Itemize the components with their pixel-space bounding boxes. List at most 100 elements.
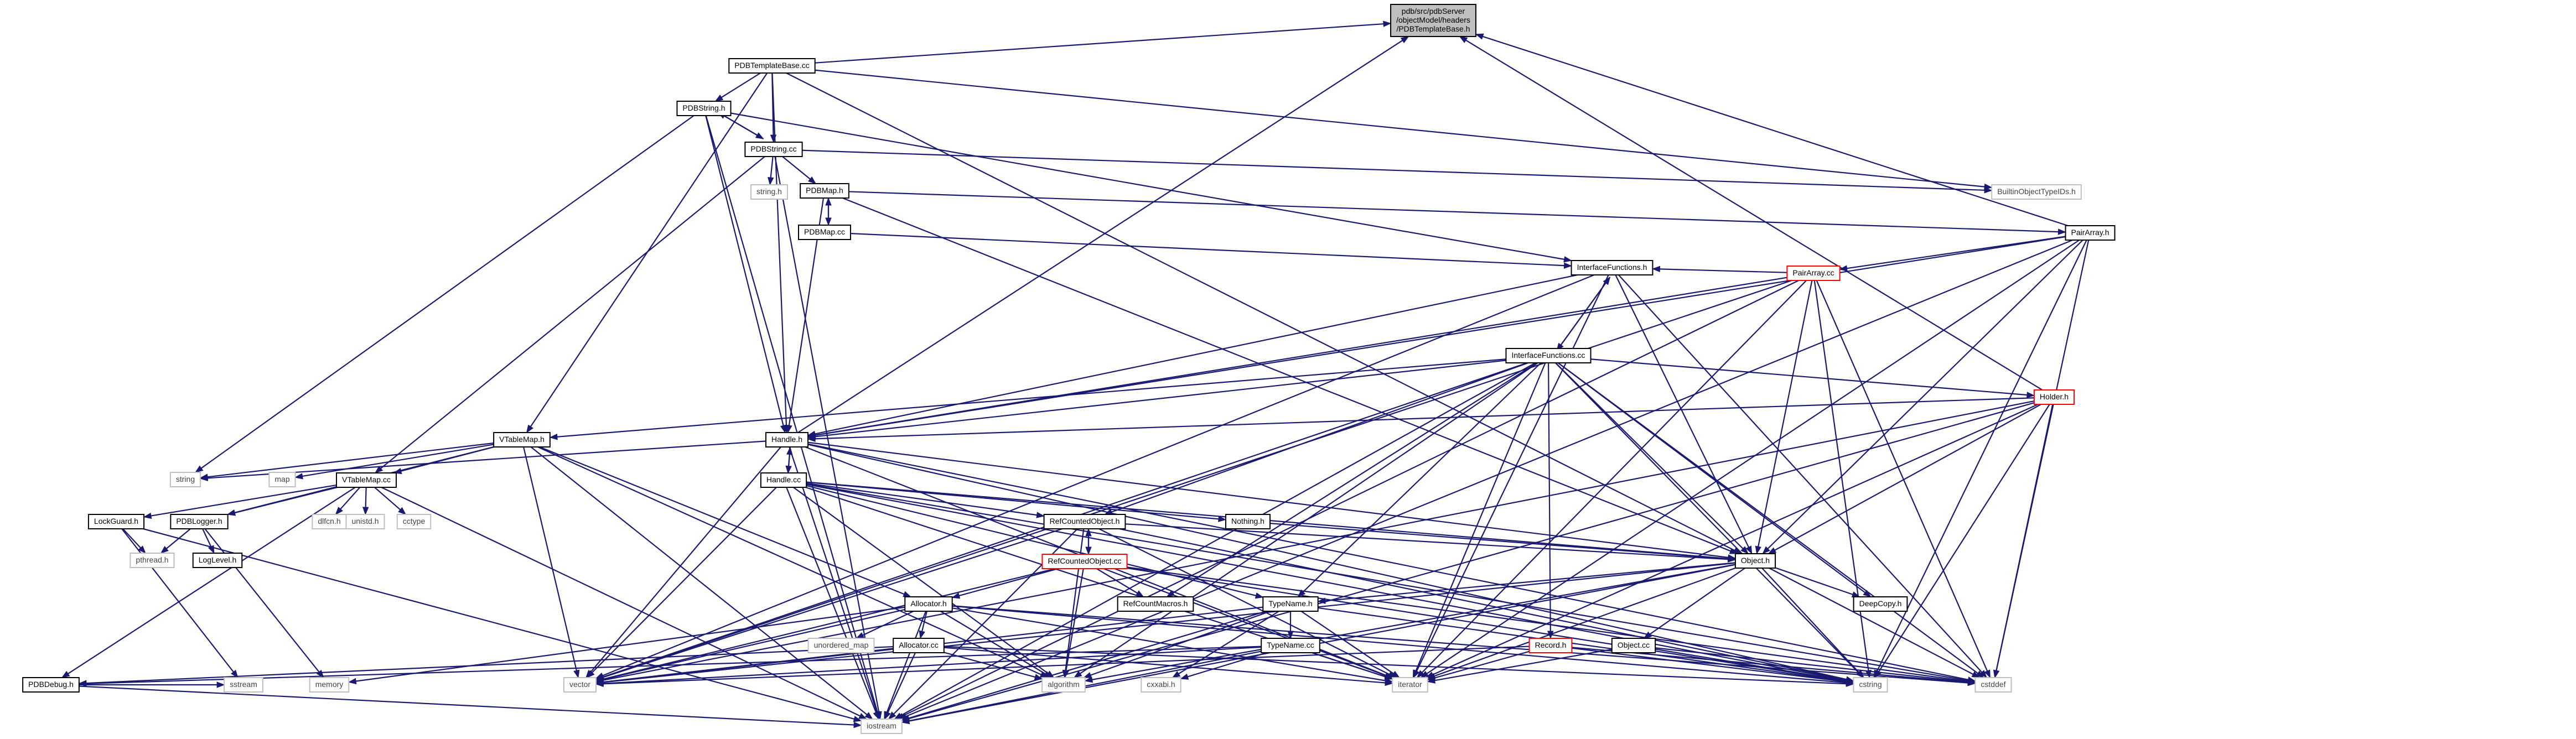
edge-allocch-to-vector xyxy=(603,608,905,680)
node-rcmacro[interactable]: RefCountMacros.h xyxy=(1117,596,1194,612)
arrowhead-holder-to-handleh xyxy=(807,435,816,442)
edge-rcoh-to-iterator xyxy=(1098,528,1390,675)
node-cctype: cctype xyxy=(396,514,432,529)
node-box xyxy=(1734,553,1776,569)
arrowhead-strh-to-ifh xyxy=(1563,256,1572,263)
node-cstddef: cstddef xyxy=(1974,677,2012,693)
node-base[interactable]: pdb/src/pdbServer/objectModel/headers/PD… xyxy=(1390,4,1476,37)
node-box xyxy=(192,553,243,568)
node-objh[interactable]: Object.h xyxy=(1734,553,1776,569)
node-label: PDBMap.cc xyxy=(804,227,845,236)
arrowhead-recordh-to-vector xyxy=(595,680,604,688)
node-box xyxy=(87,514,145,529)
node-label: Nothing.h xyxy=(1231,517,1264,525)
edge-alloccc-to-dbg xyxy=(86,646,894,684)
arrowhead-objh-to-objcc xyxy=(1643,631,1652,639)
node-box xyxy=(2033,389,2075,405)
edge-objcc-to-iterator xyxy=(1434,648,1613,681)
node-logger[interactable]: PDBLogger.h xyxy=(170,514,229,529)
node-label: PairArray.cc xyxy=(1792,268,1834,277)
node-paircc[interactable]: PairArray.cc xyxy=(1786,266,1841,281)
edge-typencc-to-dbg xyxy=(86,646,1262,685)
node-label: DeepCopy.h xyxy=(1859,599,1902,608)
edge-lockg-to-pthread xyxy=(122,528,141,549)
node-deepcopy[interactable]: DeepCopy.h xyxy=(1853,596,1908,612)
node-label: VTableMap.h xyxy=(499,435,545,444)
node-label: map xyxy=(274,475,289,483)
edge-vtmcc-to-dbg xyxy=(68,487,356,674)
node-dlfcn: dlfcn.h xyxy=(312,514,347,529)
arrowhead-pairh-to-base xyxy=(1475,33,1484,40)
node-box xyxy=(904,596,953,612)
edge-handleh-to-vector xyxy=(590,446,781,673)
edge-paircc-to-vector xyxy=(603,279,1792,678)
edge-objh-to-deepcopy xyxy=(1775,567,1853,595)
edge-pairh-to-objh xyxy=(1767,240,2083,549)
edge-objh-to-iostream xyxy=(909,564,1736,722)
edge-paircc-to-cstring xyxy=(1813,280,1869,671)
node-handleh[interactable]: Handle.h xyxy=(765,432,809,447)
node-label: unordered_map xyxy=(814,641,869,649)
node-box xyxy=(728,58,816,74)
node-allocch[interactable]: Allocator.h xyxy=(904,596,953,612)
node-loglvl[interactable]: LogLevel.h xyxy=(192,553,243,568)
node-holder[interactable]: Holder.h xyxy=(2033,389,2075,405)
node-dbg[interactable]: PDBDebug.h xyxy=(22,677,80,693)
node-box xyxy=(312,514,347,529)
arrowhead-vtmh-to-map xyxy=(294,473,303,480)
node-rcocc[interactable]: RefCountedObject.cc xyxy=(1041,554,1128,569)
node-umap: unordered_map xyxy=(807,638,875,653)
node-pairh[interactable]: PairArray.h xyxy=(2065,225,2116,241)
node-label: cxxabi.h xyxy=(1147,680,1175,689)
node-typenh[interactable]: TypeName.h xyxy=(1262,596,1319,612)
node-label: iostream xyxy=(867,721,896,730)
arrowhead-allocch-to-algorithm xyxy=(1043,671,1053,678)
arrowhead-ifcc-to-objh xyxy=(1740,546,1749,554)
node-label: Holder.h xyxy=(2040,392,2069,401)
arrowhead-handlecc-to-nothing xyxy=(1218,516,1227,522)
edge-rcoh-to-cstring xyxy=(1119,528,1847,681)
edge-pairh-to-cstring xyxy=(1877,240,2087,672)
node-label: /objectModel/headers xyxy=(1396,15,1470,24)
arrowhead-allocch-to-umap xyxy=(856,632,865,639)
node-vtmh[interactable]: VTableMap.h xyxy=(493,432,551,447)
edge-handleh-to-strg xyxy=(208,440,766,479)
node-box xyxy=(1041,554,1128,569)
node-nothing[interactable]: Nothing.h xyxy=(1225,514,1271,529)
node-ifh[interactable]: InterfaceFunctions.h xyxy=(1571,260,1654,275)
node-label: PDBMap.h xyxy=(806,186,843,195)
node-vtmcc[interactable]: VTableMap.cc xyxy=(336,472,397,488)
edge-vtmcc-to-dlfcn xyxy=(340,487,361,510)
arrowhead-vtmh-to-vector xyxy=(573,669,580,679)
edge-strh-to-strg xyxy=(201,115,694,469)
node-cstring: cstring xyxy=(1853,677,1888,693)
node-box xyxy=(798,225,851,240)
edge-ifcc-to-cstddef xyxy=(1557,362,1978,674)
node-strcc[interactable]: PDBString.cc xyxy=(744,142,803,157)
edge-objh-to-objcc xyxy=(1649,568,1745,635)
edge-rcoh-to-vector xyxy=(603,528,1063,678)
node-recordh[interactable]: Record.h xyxy=(1528,638,1573,653)
node-lockg[interactable]: LockGuard.h xyxy=(87,514,145,529)
node-label: cstring xyxy=(1859,680,1882,689)
node-label: memory xyxy=(315,680,344,689)
node-alloccc[interactable]: Allocator.cc xyxy=(893,638,945,653)
node-label: Object.h xyxy=(1741,556,1770,565)
node-mapcc[interactable]: PDBMap.cc xyxy=(798,225,851,240)
node-objcc[interactable]: Object.cc xyxy=(1611,638,1656,653)
edge-typenh-to-iterator xyxy=(1300,611,1394,674)
edge-lockg-to-sstream xyxy=(121,528,234,673)
node-box xyxy=(1528,638,1573,653)
edge-rcocc-to-cstring xyxy=(1127,567,1847,682)
node-label: RefCountedObject.h xyxy=(1050,517,1120,525)
node-strh[interactable]: PDBString.h xyxy=(676,101,732,116)
node-handlecc[interactable]: Handle.cc xyxy=(760,472,807,488)
edge-allocch-to-umap xyxy=(862,611,914,636)
arrowhead-dbg-to-sstream xyxy=(216,681,225,688)
node-ifcc[interactable]: InterfaceFunctions.cc xyxy=(1505,348,1592,363)
node-tbcc[interactable]: PDBTemplateBase.cc xyxy=(728,58,816,74)
node-typencc[interactable]: TypeName.cc xyxy=(1261,638,1320,653)
node-rcoh[interactable]: RefCountedObject.h xyxy=(1043,514,1126,529)
node-maph[interactable]: PDBMap.h xyxy=(800,183,849,199)
graph-nodes: pdb/src/pdbServer/objectModel/headers/PD… xyxy=(22,4,2116,734)
